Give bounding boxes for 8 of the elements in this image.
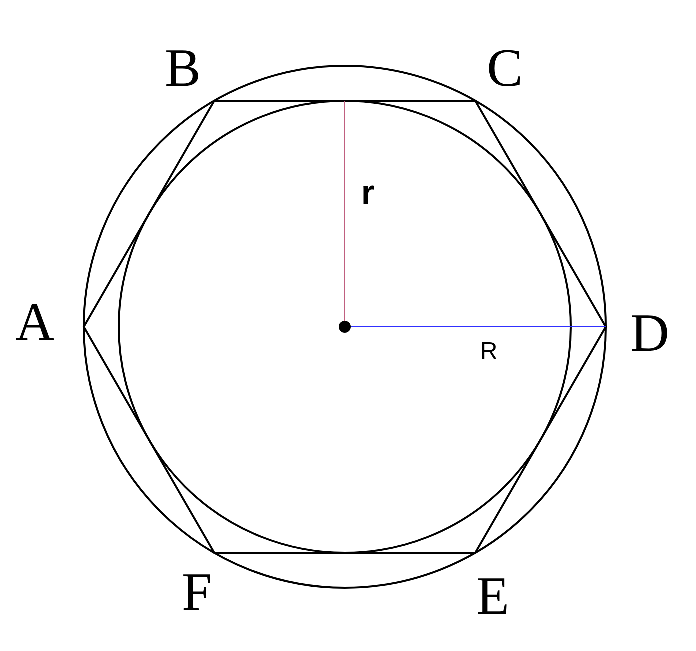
- vertex-label: D: [630, 306, 670, 360]
- vertex-label: E: [476, 569, 510, 623]
- vertex-label: F: [182, 565, 212, 619]
- vertex-label: A: [16, 295, 54, 349]
- radius-label: r: [361, 176, 375, 210]
- vertex-label: B: [164, 41, 202, 95]
- vertex-label: C: [486, 41, 524, 95]
- radius-label: R: [480, 340, 498, 364]
